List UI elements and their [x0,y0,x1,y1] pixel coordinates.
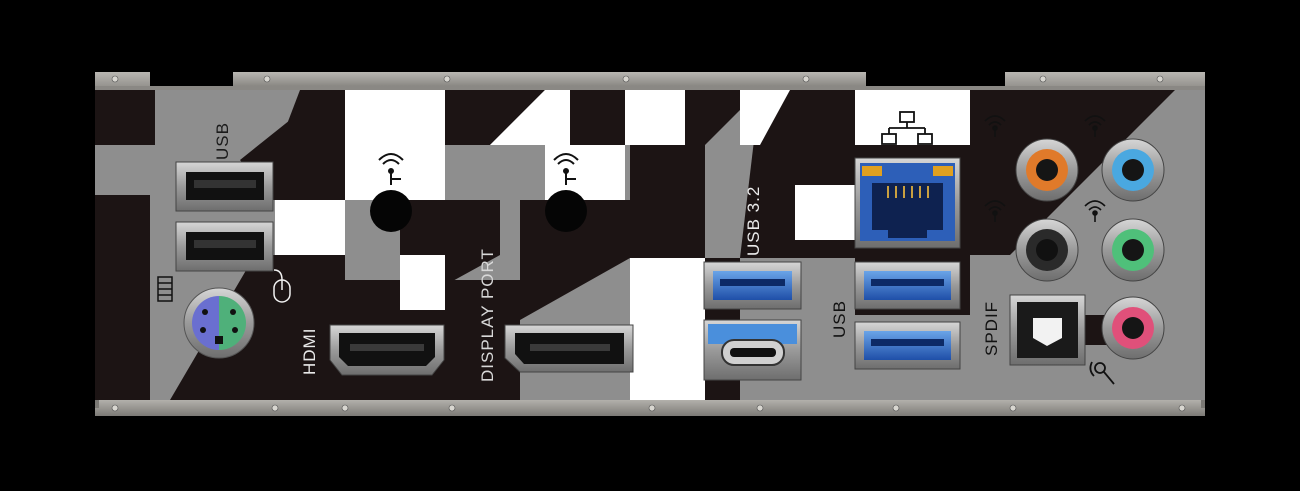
usb-port-black-bottom [175,221,274,272]
hdmi-label: HDMI [300,327,319,375]
usb-c-port [703,319,802,381]
antenna-hole-left [370,190,412,232]
audio-jack-black [1015,218,1079,282]
usb-label-top: USB [213,122,232,160]
usb-port-black-top [175,161,274,212]
spdif-label: SPDIF [982,300,1001,356]
usb-port-blue-bottom [854,321,961,370]
usb-port-blue-top [854,261,961,310]
spdif-optical-port [1009,294,1086,366]
ps2-combo-port [183,287,255,359]
hdmi-port [329,324,445,376]
audio-jack-light-blue [1101,138,1165,202]
audio-jack-orange [1015,138,1079,202]
keyboard-icon [157,276,173,302]
display-port-label: DISPLAY PORT [478,248,497,382]
audio-wave-icon [984,115,1106,222]
ethernet-network-icon [881,111,933,145]
microphone-icon [1089,361,1115,385]
mouse-icon [273,269,291,303]
antenna-icon [553,153,579,185]
audio-jack-pink [1101,296,1165,360]
usb-3-2-label: USB 3.2 [744,185,763,256]
ethernet-port [854,157,961,249]
displayport-port [504,324,634,373]
usb-3-2-port-blue [703,261,802,310]
antenna-icon [378,153,404,185]
antenna-hole-right [545,190,587,232]
audio-jack-green [1101,218,1165,282]
usb-label-right: USB [830,300,849,338]
